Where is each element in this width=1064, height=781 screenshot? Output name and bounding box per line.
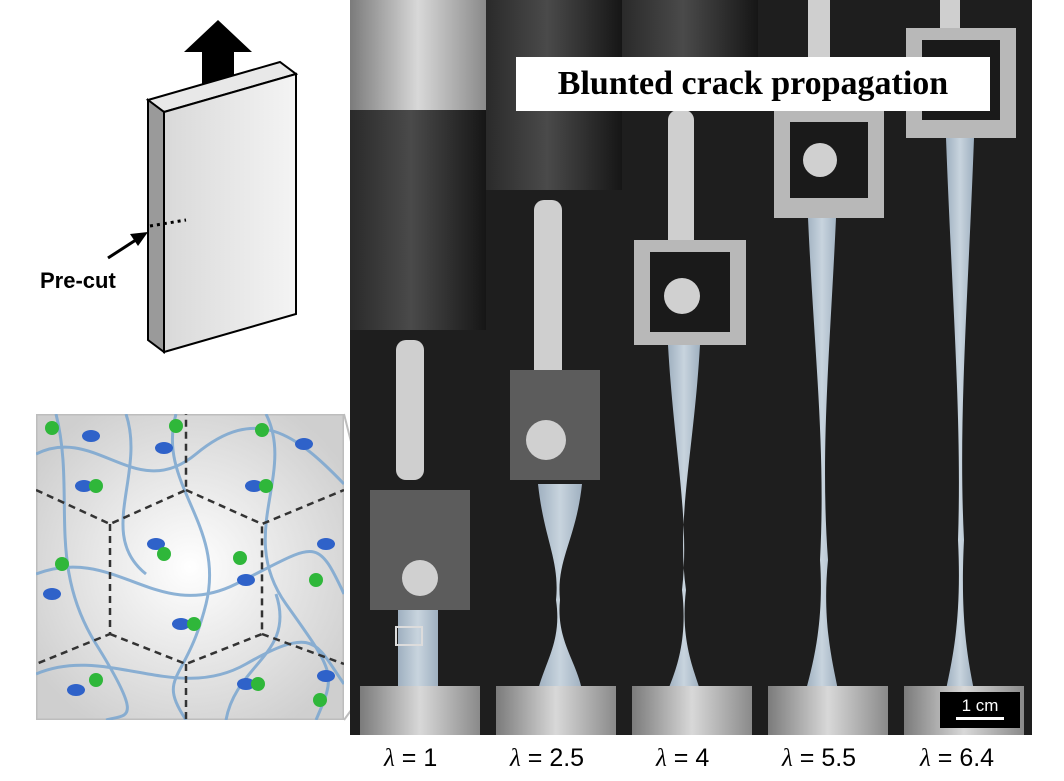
stretch-label: λ = 5.5 (782, 744, 857, 772)
scale-bar-line (956, 717, 1004, 720)
panel-title: Blunted crack propagation (557, 65, 949, 102)
precut-label: Pre-cut (40, 268, 116, 293)
stretch-label: λ = 4 (656, 744, 710, 772)
stretch-label: λ = 1 (384, 744, 438, 772)
scale-bar: 1 cm (940, 692, 1020, 728)
title-box: Blunted crack propagation (516, 57, 990, 111)
frame-lambda-1 (350, 0, 486, 735)
tensile-test-photo (350, 0, 1032, 735)
stretch-label: λ = 2.5 (510, 744, 585, 772)
stretch-label: λ = 6.4 (920, 744, 995, 772)
pointer-arrow-icon (107, 232, 148, 260)
frame-lambda-5-5 (768, 0, 888, 735)
polymer-network-inset (36, 414, 344, 720)
frame-lambda-4 (622, 0, 758, 735)
scale-bar-label: 1 cm (961, 696, 999, 715)
specimen-schematic (107, 20, 299, 354)
up-arrow-icon (184, 20, 252, 88)
